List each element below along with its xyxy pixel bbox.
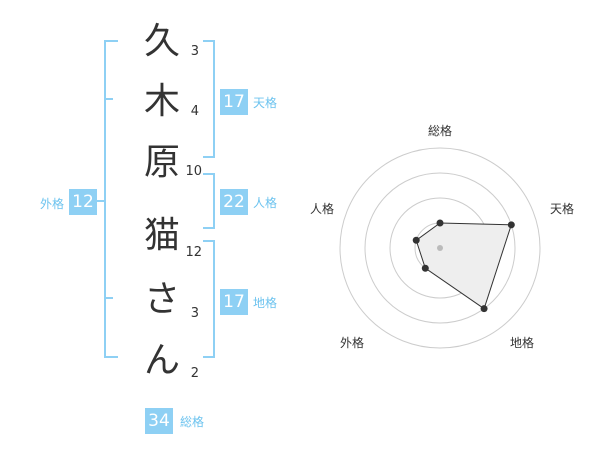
radar-point-1 [436, 219, 444, 227]
gai-label: 外格 [40, 197, 65, 211]
radar-chart [339, 147, 541, 349]
radar-point-2 [507, 221, 515, 229]
name-char-1: 久 [143, 21, 180, 62]
outer-bracket-tick-top [104, 98, 113, 100]
name-char-6: ん [143, 340, 180, 381]
radar-ring-3 [364, 172, 516, 324]
stroke-count-5: 3 [190, 306, 199, 321]
gai-value: 12 [69, 189, 97, 215]
ten-value: 17 [220, 89, 248, 115]
chi-bracket [203, 240, 215, 358]
stroke-count-4: 12 [185, 245, 202, 260]
radar-point-3 [480, 305, 488, 313]
radar-label-ten: 天格 [550, 202, 575, 216]
radar-rings [339, 147, 541, 349]
jin-bracket [203, 173, 215, 229]
radar-ring-4 [339, 147, 541, 349]
radar-point-5 [412, 236, 420, 244]
stroke-count-1: 3 [190, 44, 199, 59]
stroke-count-6: 2 [190, 366, 199, 381]
ten-label: 天格 [253, 96, 278, 110]
jin-label: 人格 [253, 196, 278, 210]
outer-bracket-connector [97, 200, 106, 202]
stroke-count-3: 10 [185, 164, 202, 179]
chi-value: 17 [220, 289, 248, 315]
radar-label-gai: 外格 [340, 336, 365, 350]
radar-data-polygon [415, 222, 512, 310]
radar-label-chi: 地格 [510, 336, 535, 350]
name-char-5: さ [143, 279, 180, 320]
radar-label-sou: 総格 [428, 124, 453, 138]
sou-value: 34 [145, 408, 173, 434]
stroke-count-2: 4 [190, 104, 199, 119]
outer-bracket [104, 40, 118, 358]
outer-bracket-tick-bottom [104, 297, 113, 299]
radar-label-jin: 人格 [310, 202, 335, 216]
radar-point-4 [421, 264, 429, 272]
ten-bracket [203, 40, 215, 158]
radar-center-dot [437, 245, 443, 251]
name-char-2: 木 [143, 81, 180, 122]
jin-value: 22 [220, 189, 248, 215]
sou-label: 総格 [180, 415, 205, 429]
name-char-3: 原 [143, 142, 180, 183]
name-char-4: 猫 [143, 215, 180, 256]
radar-data-points [412, 219, 515, 313]
chi-label: 地格 [253, 296, 278, 310]
